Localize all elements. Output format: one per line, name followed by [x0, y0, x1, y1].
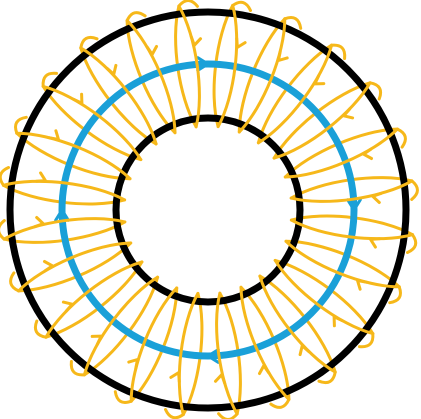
winding-arrow: [371, 191, 383, 204]
winding-curl: [217, 412, 239, 419]
winding-turn-front: [283, 127, 399, 179]
winding-curl: [14, 115, 28, 135]
winding-curl: [410, 179, 419, 201]
winding-curl: [406, 233, 418, 254]
winding-turn-front: [177, 291, 200, 416]
winding-curl: [9, 271, 21, 293]
winding-arrow: [72, 92, 84, 105]
winding-turn-front: [289, 179, 414, 203]
torus-outer-edge: [6, 8, 410, 412]
winding-arrow: [90, 334, 103, 346]
winding-arrow: [61, 300, 74, 313]
field-arrow: [54, 208, 70, 222]
winding-curl: [388, 285, 402, 305]
winding-arrow: [362, 147, 373, 160]
winding-arrow: [105, 63, 118, 76]
winding-turn-front: [2, 179, 127, 202]
winding-turn-front: [256, 43, 334, 145]
winding-turn-front: [284, 239, 401, 289]
winding-arrow: [258, 364, 271, 375]
winding-arrow: [369, 237, 382, 249]
winding-turn-front: [215, 291, 239, 416]
winding-curl: [79, 35, 99, 50]
winding-turn-front: [15, 131, 132, 181]
winding-turn-front: [82, 275, 160, 377]
winding-arrow: [33, 216, 45, 229]
winding-arrow: [332, 315, 344, 328]
field-arrow: [346, 198, 362, 212]
winding-curl: [69, 360, 86, 377]
winding-arrow: [48, 129, 60, 141]
winding-turn-front: [41, 84, 143, 162]
winding-turn-front: [239, 285, 291, 401]
field-arrow: [206, 348, 220, 364]
winding-turn-front: [258, 274, 337, 374]
winding-arrow: [169, 371, 181, 384]
winding-curl: [358, 332, 375, 349]
winding-arrow: [313, 74, 326, 86]
winding-arrow: [277, 50, 289, 62]
winding-curl: [177, 0, 199, 8]
torus-inner-edge: [112, 114, 304, 306]
winding-arrow: [189, 35, 202, 47]
winding-turn-front: [79, 46, 158, 146]
winding-arrow: [298, 344, 311, 357]
winding-arrow: [34, 171, 47, 183]
winding-turn-front: [125, 19, 177, 135]
winding-arrow: [145, 45, 158, 56]
winding-turn-front: [216, 4, 239, 129]
winding-curl: [164, 408, 185, 419]
winding-turn-front: [272, 81, 372, 160]
winding-turn-front: [17, 241, 133, 293]
winding-turn-front: [177, 4, 201, 129]
magnetic-field-line: [58, 60, 358, 360]
winding-turn-front: [2, 217, 127, 241]
winding-curl: [317, 370, 337, 385]
winding-curl: [231, 0, 252, 12]
winding-curl: [41, 71, 58, 88]
winding-curl: [269, 397, 291, 409]
winding-arrow: [235, 36, 247, 49]
winding-curl: [113, 390, 133, 404]
winding-turn-front: [44, 260, 144, 339]
winding-turn-front: [237, 17, 287, 134]
winding-arrow: [214, 373, 227, 385]
winding-curl: [368, 81, 383, 101]
winding-curl: [0, 219, 6, 241]
winding-arrow: [356, 279, 368, 291]
field-arrow: [196, 56, 210, 72]
winding-curl: [0, 166, 10, 187]
winding-curl: [283, 16, 303, 30]
winding-arrow: [342, 107, 355, 120]
winding-curl: [330, 43, 347, 60]
field-direction-arrows: [54, 56, 362, 364]
winding-turn-front: [273, 258, 375, 336]
winding-curl: [395, 127, 407, 149]
winding-curl: [125, 11, 147, 23]
winding-curl: [33, 319, 48, 339]
winding-turn-front: [129, 286, 179, 403]
winding-arrow: [127, 358, 139, 370]
winding-arrow: [43, 260, 54, 273]
winding-turn-front: [289, 218, 414, 241]
